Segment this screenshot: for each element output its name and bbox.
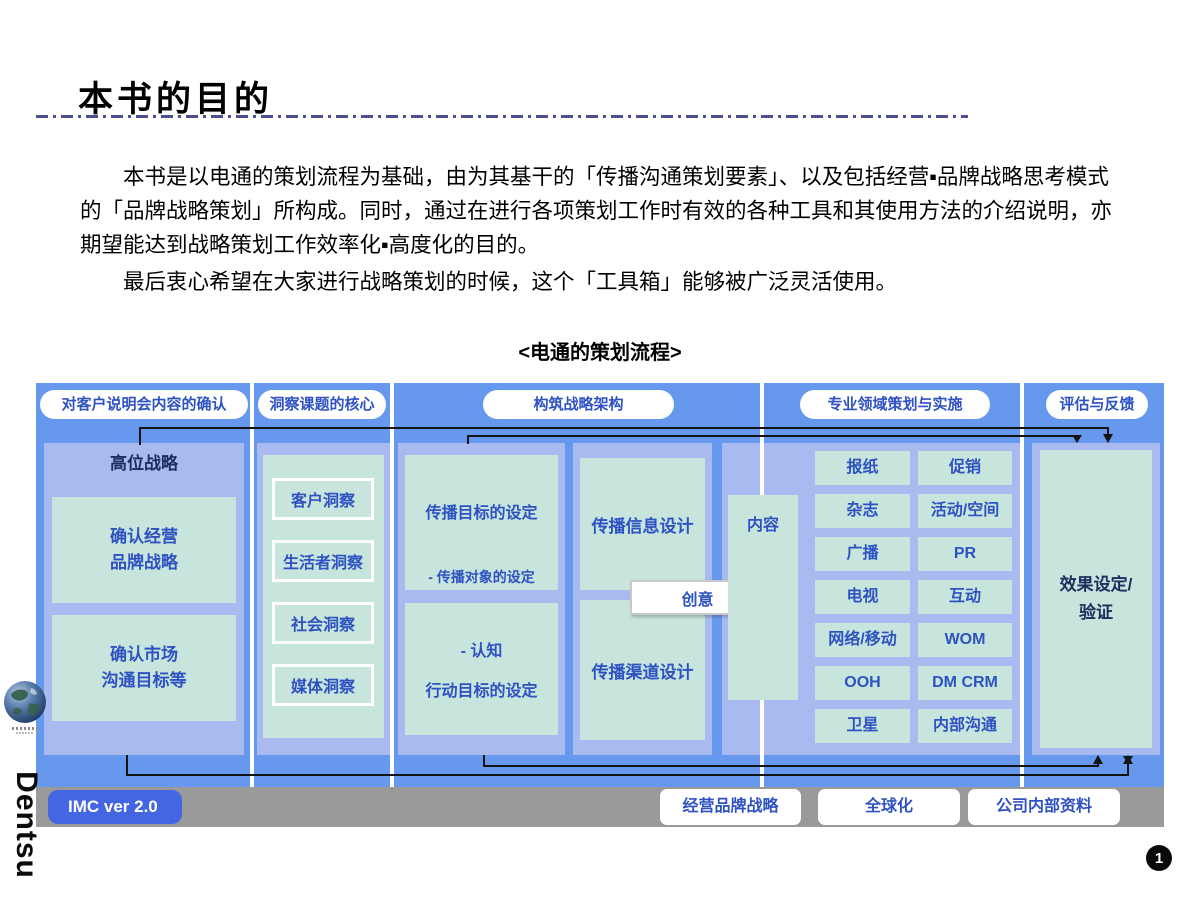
box-message-design: 传播信息设计 [580,458,705,590]
box-consumer-insight: 生活者洞察 [272,540,374,582]
comm-goal-line1: 传播目标的设定 [425,505,538,522]
globe-caption [12,727,38,735]
media-promotion: 促销 [918,451,1012,485]
media-satellite: 卫星 [815,709,910,743]
action-goal-line2: 行动目标的设定 [425,683,538,700]
footer-bar: IMC ver 2.0 经营品牌战略 全球化 公司内部资料 [36,787,1164,827]
box-confirm-market-goals: 确认市场 沟通目标等 [52,615,236,721]
arrowhead-up-1 [1123,756,1133,764]
globe-icon [4,681,46,723]
phase-header-framework: 构筑战略架构 [483,390,674,419]
high-strategy-title: 高位战略 [110,454,178,473]
phase-header-insight: 洞察课题的核心 [258,390,386,419]
arrowhead-up-1b [1123,755,1133,764]
box-content: 内容 [728,495,798,700]
media-wom: WOM [918,623,1012,657]
column-divider-1 [250,383,254,787]
footer-tag-internal-material: 公司内部资料 [968,789,1120,825]
box-social-insight: 社会洞察 [272,602,374,644]
column-divider-4 [1020,383,1024,787]
title-divider [36,115,968,118]
phase-header-evaluation: 评估与反馈 [1046,390,1148,419]
media-interactive: 互动 [918,580,1012,614]
comm-goal-line2: - 传播对象的设定 [428,569,535,585]
connector-bottom-inner [483,755,1099,767]
diagram-caption: <电通的策划流程> [518,342,682,364]
media-magazine: 杂志 [815,494,910,528]
media-ooh: OOH [815,666,910,700]
media-web-mobile: 网络/移动 [815,623,910,657]
box-action-goal-setting: - 认知 行动目标的设定 [405,603,558,735]
box-effect-verification: 效果设定/ 验证 [1040,450,1152,748]
column-divider-2 [390,383,394,787]
phase-header-execution: 专业领域策划与实施 [800,390,990,419]
connector-bottom-outer [126,755,1129,776]
dentsu-logo-text: Dentsu [10,771,43,879]
footer-tag-brand-strategy: 经营品牌战略 [660,789,801,825]
box-confirm-brand-strategy: 确认经营 品牌战略 [52,497,236,603]
media-dm-crm: DM CRM [918,666,1012,700]
box-channel-design: 传播渠道设计 [580,600,705,740]
body-paragraph-2: 最后衷心希望在大家进行战略策划的时候，这个「工具箱」能够被广泛灵活使用。 [123,270,898,294]
box-media-insight: 媒体洞察 [272,664,374,706]
footer-tag-globalization: 全球化 [818,789,960,825]
media-radio: 广播 [815,537,910,571]
box-comm-goal-setting: 传播目标的设定 - 传播对象的设定 [405,455,558,590]
media-internal-comm: 内部沟通 [918,709,1012,743]
box-client-insight: 客户洞察 [272,478,374,520]
media-grid: 报纸 促销 杂志 活动/空间 广播 PR 电视 互动 网络/移动 WOM OOH… [815,451,1012,743]
phase-header-confirmation: 对客户说明会内容的确认 [40,390,248,419]
planning-flow-diagram: 对客户说明会内容的确认 洞察课题的核心 构筑战略架构 专业领域策划与实施 评估与… [36,383,1164,787]
arrowhead-down-1 [1103,434,1113,443]
body-text: 本书是以电通的策划流程为基础，由为其基干的「传播沟通策划要素」、以及包括经营▪品… [80,160,1122,302]
media-newspaper: 报纸 [815,451,910,485]
page-number-badge: 1 [1146,845,1172,871]
media-event-space: 活动/空间 [918,494,1012,528]
media-pr: PR [918,537,1012,571]
arrowhead-up-2 [1093,755,1103,764]
version-badge: IMC ver 2.0 [48,790,182,824]
action-goal-line1: - 认知 [460,643,503,660]
insight-stack: 客户洞察 生活者洞察 社会洞察 媒体洞察 [272,478,374,706]
body-paragraph-1: 本书是以电通的策划流程为基础，由为其基干的「传播沟通策划要素」、以及包括经营▪品… [80,165,1113,257]
arrowhead-down-2 [1072,435,1082,443]
media-tv: 电视 [815,580,910,614]
page-title: 本书的目的 [78,80,274,120]
